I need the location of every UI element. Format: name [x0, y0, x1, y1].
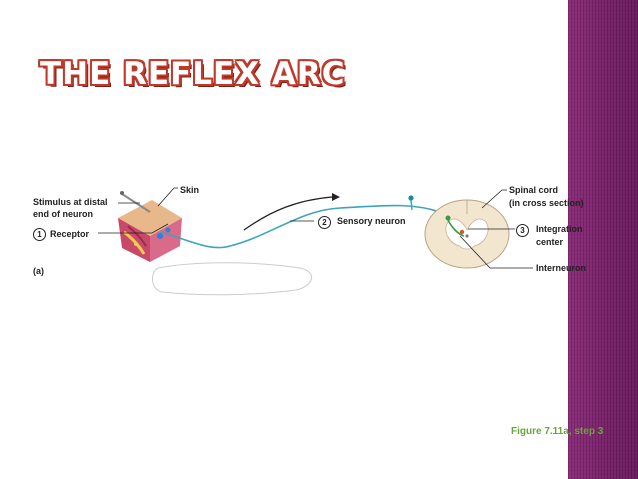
ganglion-stem [410, 199, 413, 211]
stimulus-label-line2: end of neuron [33, 209, 93, 219]
sensory-neuron-label: Sensory neuron [337, 216, 406, 226]
step-3-badge: 3 [516, 224, 529, 237]
spinal-cord-leader [481, 189, 507, 209]
receptor-label: Receptor [50, 229, 90, 239]
direction-arrow [243, 196, 333, 231]
skin-label: Skin [180, 185, 200, 195]
integration-center-label-line2: center [536, 237, 564, 247]
receptor-leader [98, 223, 169, 234]
skin-block-illustration [118, 191, 182, 262]
step-1-badge: 1 [33, 228, 46, 241]
spinal-cord-label-line2: (in cross section) [509, 198, 584, 208]
figure-caption: Figure 7.11a, step 3 [511, 426, 604, 437]
stimulus-label-line1: Stimulus at distal [33, 197, 108, 207]
panel-label: (a) [33, 266, 44, 276]
interneuron-leader [459, 235, 533, 269]
slide-title: THE REFLEX ARC [40, 56, 346, 92]
direction-arrowhead [332, 193, 340, 201]
decorative-sidebar [568, 0, 638, 479]
ganglion-cell [408, 195, 414, 201]
interneuron-label: Interneuron [536, 263, 587, 273]
integration-center-label-line1: Integration [536, 224, 583, 234]
skin-leader [157, 187, 178, 207]
spinal-cord-cross-section [424, 199, 510, 269]
sensory-neuron-path [159, 204, 459, 249]
spinal-cord-label-line1: Spinal cord [509, 185, 559, 195]
step-2-badge: 2 [318, 216, 331, 229]
blank-placeholder-shape [152, 262, 312, 296]
